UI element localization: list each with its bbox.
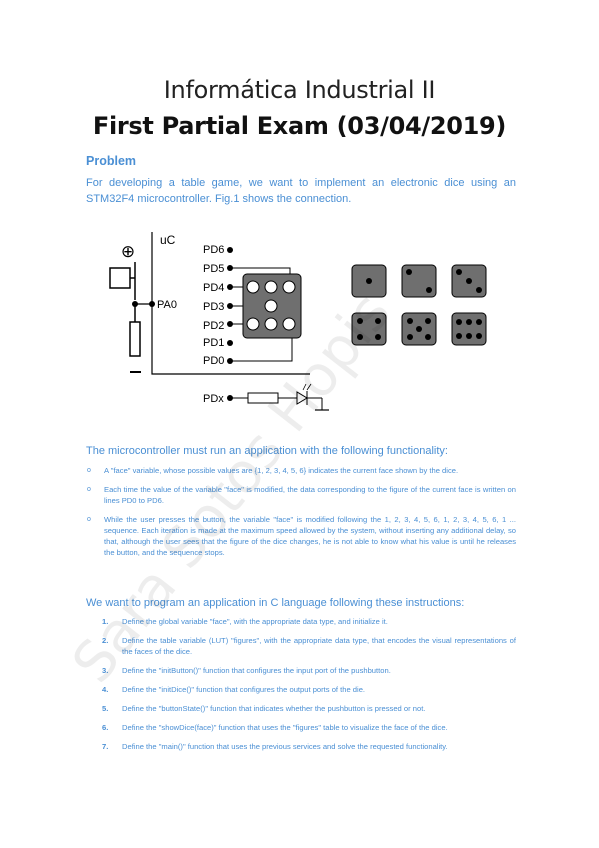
dice-face-2 xyxy=(401,264,437,298)
list-item-text: Each time the value of the variable "fac… xyxy=(104,485,516,505)
pin-pd2: PD2 xyxy=(203,320,224,332)
list-item: 6. Define the "showDice(face)" function t… xyxy=(102,722,516,733)
list-item: 7. Define the "main()" function that uses… xyxy=(102,741,516,752)
pin-pd5: PD5 xyxy=(203,263,224,275)
list-item: o Each time the value of the variable "fa… xyxy=(87,484,516,506)
bullet-marker: o xyxy=(87,486,91,493)
instruction-list: 1. Define the global variable "face", wit… xyxy=(102,616,516,760)
pin-pd1: PD1 xyxy=(203,337,224,349)
list-item: 1. Define the global variable "face", wit… xyxy=(102,616,516,627)
list-item-text: While the user presses the button, the v… xyxy=(104,515,516,557)
step-text: Define the "main()" function that uses t… xyxy=(122,742,448,751)
list-item: 4. Define the "initDice()" function that … xyxy=(102,684,516,695)
led-resistor xyxy=(247,392,279,404)
list-item-text: A "face" variable, whose possible values… xyxy=(104,466,459,475)
pdx-label: PDx xyxy=(203,393,224,405)
step-number: 5. xyxy=(102,704,109,713)
pin-pd4: PD4 xyxy=(203,282,224,294)
program-intro: We want to program an application in C l… xyxy=(86,597,465,609)
dice-circuit-figure: ⊕ − uC PA0 PD6 PD5 PD4 PD3 PD2 PD1 PD0 xyxy=(109,232,487,411)
pa0-label: PA0 xyxy=(157,299,177,311)
dice-face-1 xyxy=(351,264,387,298)
step-text: Define the global variable "face", with … xyxy=(122,617,388,626)
list-item: 3. Define the "initButton()" function tha… xyxy=(102,665,516,676)
pin-pd3: PD3 xyxy=(203,301,224,313)
step-number: 3. xyxy=(102,666,109,675)
step-text: Define the "initDice()" function that co… xyxy=(122,685,366,694)
pushbutton xyxy=(109,267,131,289)
step-text: Define the "showDice(face)" function tha… xyxy=(122,723,448,732)
step-text: Define the "buttonState()" function that… xyxy=(122,704,426,713)
list-item: o A "face" variable, whose possible value… xyxy=(87,465,516,476)
step-text: Define the "initButton()" function that … xyxy=(122,666,391,675)
list-item: 5. Define the "buttonState()" function th… xyxy=(102,703,516,714)
pin-pd6: PD6 xyxy=(203,244,224,256)
step-number: 7. xyxy=(102,742,109,751)
dice-face-6 xyxy=(451,312,487,346)
pull-resistor xyxy=(129,321,141,357)
functionality-intro: The microcontroller must run an applicat… xyxy=(86,445,448,457)
plus-symbol: ⊕ xyxy=(121,242,135,262)
minus-symbol: − xyxy=(136,377,137,379)
exam-title: First Partial Exam (03/04/2019) xyxy=(92,112,507,140)
microcontroller-box xyxy=(151,232,310,375)
problem-heading: Problem xyxy=(86,154,137,168)
pin-pd0: PD0 xyxy=(203,355,224,367)
bullet-marker: o xyxy=(87,516,91,523)
step-number: 6. xyxy=(102,723,109,732)
list-item: o While the user presses the button, the … xyxy=(87,514,516,558)
uc-label: uC xyxy=(160,233,176,247)
dice-face-4 xyxy=(351,312,387,346)
problem-intro: For developing a table game, we want to … xyxy=(86,177,516,205)
list-item: 2. Define the table variable (LUT) "figur… xyxy=(102,635,516,657)
course-title: Informática Industrial II xyxy=(163,76,436,104)
dice-face-3 xyxy=(451,264,487,298)
led-diode xyxy=(296,391,308,405)
functionality-list: o A "face" variable, whose possible value… xyxy=(87,465,516,566)
step-number: 2. xyxy=(102,636,109,645)
step-number: 4. xyxy=(102,685,109,694)
step-number: 1. xyxy=(102,617,109,626)
step-text: Define the table variable (LUT) "figures… xyxy=(122,636,516,656)
dice-face-5 xyxy=(401,312,437,346)
bullet-marker: o xyxy=(87,467,91,474)
